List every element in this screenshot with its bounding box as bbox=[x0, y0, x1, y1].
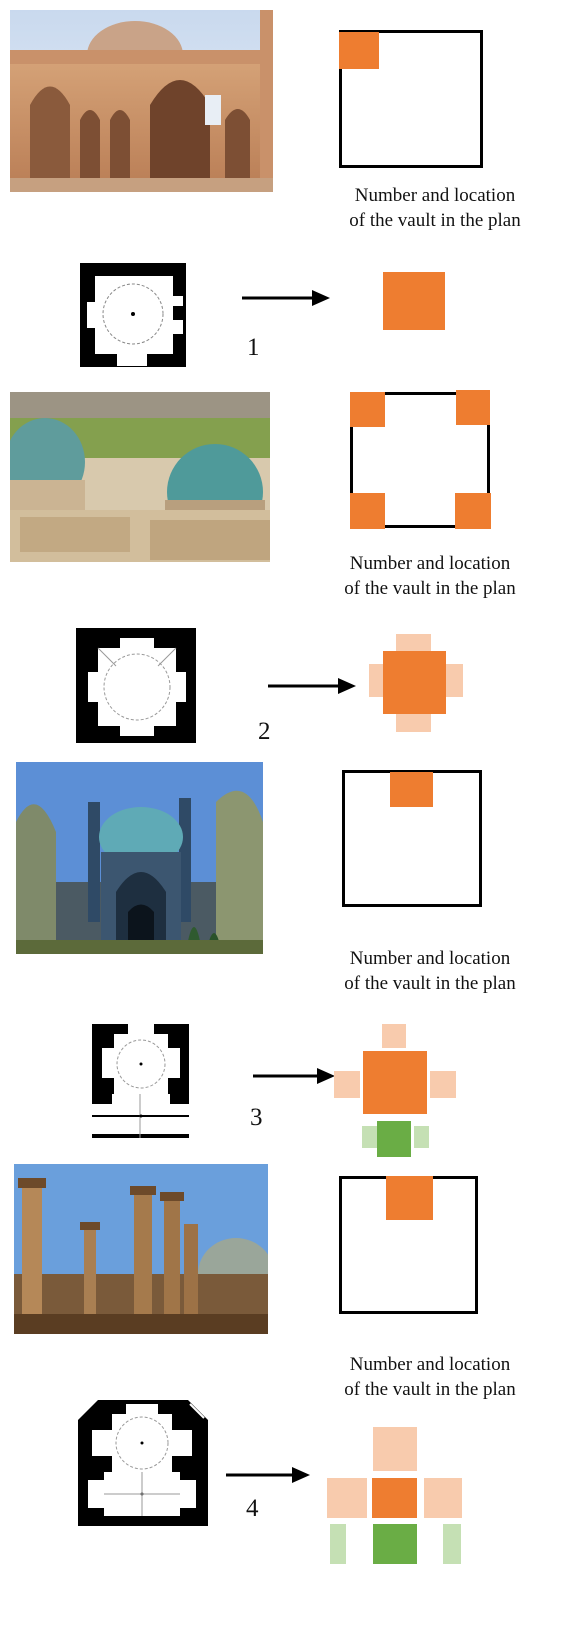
mosque-portal-photo bbox=[16, 762, 263, 954]
vault-marker-1 bbox=[339, 32, 379, 69]
minarets-photo bbox=[14, 1164, 268, 1334]
floor-plan-3 bbox=[92, 1020, 189, 1138]
caption-line2-row1: of the vault in the plan bbox=[330, 208, 540, 233]
caption-line1-row3: Number and location bbox=[325, 946, 535, 971]
vault-diagram-main-4 bbox=[372, 1478, 417, 1518]
vault-diagram-lightgreen-4-right bbox=[443, 1524, 461, 1564]
floor-plan-4 bbox=[78, 1400, 208, 1526]
arrow-icon-3 bbox=[253, 1066, 337, 1086]
arrow-icon-1 bbox=[242, 288, 332, 308]
scenario-number-2: 2 bbox=[258, 718, 271, 746]
vault-diagram-main-1 bbox=[383, 272, 445, 330]
vault-diagram-peach-2-top bbox=[396, 634, 431, 652]
mosque-courtyard-photo-1 bbox=[10, 10, 273, 192]
floor-plan-2 bbox=[76, 628, 196, 743]
caption-line1-row4: Number and location bbox=[325, 1352, 535, 1377]
arrow-icon-4 bbox=[226, 1465, 312, 1485]
vault-diagram-peach-3-left bbox=[334, 1071, 360, 1098]
arrow-icon-2 bbox=[268, 676, 358, 696]
caption-line2-row2: of the vault in the plan bbox=[320, 576, 540, 601]
vault-marker-2-topright bbox=[456, 390, 490, 425]
vault-marker-2-bottomright bbox=[455, 493, 491, 529]
vault-marker-4 bbox=[386, 1176, 433, 1220]
vault-diagram-green-3 bbox=[377, 1121, 411, 1157]
vault-diagram-peach-4-left bbox=[327, 1478, 367, 1518]
vault-diagram-peach-2-bottom bbox=[396, 714, 431, 732]
vault-diagram-peach-3-right bbox=[430, 1071, 456, 1098]
caption-line1-row2: Number and location bbox=[325, 551, 535, 576]
vault-diagram-peach-3-top bbox=[382, 1024, 406, 1048]
twin-domes-photo bbox=[10, 392, 270, 562]
scenario-number-3: 3 bbox=[250, 1104, 263, 1132]
floor-plan-1 bbox=[77, 260, 189, 370]
vault-diagram-main-2 bbox=[383, 651, 446, 714]
vault-diagram-green-4 bbox=[373, 1524, 417, 1564]
caption-line2-row3: of the vault in the plan bbox=[320, 971, 540, 996]
vault-diagram-lightgreen-3-right bbox=[414, 1126, 429, 1148]
vault-diagram-peach-2-right bbox=[445, 664, 463, 697]
vault-marker-3 bbox=[390, 772, 433, 807]
vault-diagram-lightgreen-3-left bbox=[362, 1126, 377, 1148]
vault-diagram-peach-4-top bbox=[373, 1427, 417, 1471]
scenario-number-1: 1 bbox=[247, 334, 260, 362]
vault-diagram-peach-4-right bbox=[424, 1478, 462, 1518]
vault-marker-2-bottomleft bbox=[350, 493, 385, 529]
scenario-number-4: 4 bbox=[246, 1495, 259, 1523]
vault-diagram-main-3 bbox=[363, 1051, 427, 1114]
caption-line1-row1: Number and location bbox=[330, 183, 540, 208]
caption-line2-row4: of the vault in the plan bbox=[320, 1377, 540, 1402]
vault-marker-2-topleft bbox=[350, 392, 385, 427]
vault-diagram-lightgreen-4-left bbox=[330, 1524, 346, 1564]
